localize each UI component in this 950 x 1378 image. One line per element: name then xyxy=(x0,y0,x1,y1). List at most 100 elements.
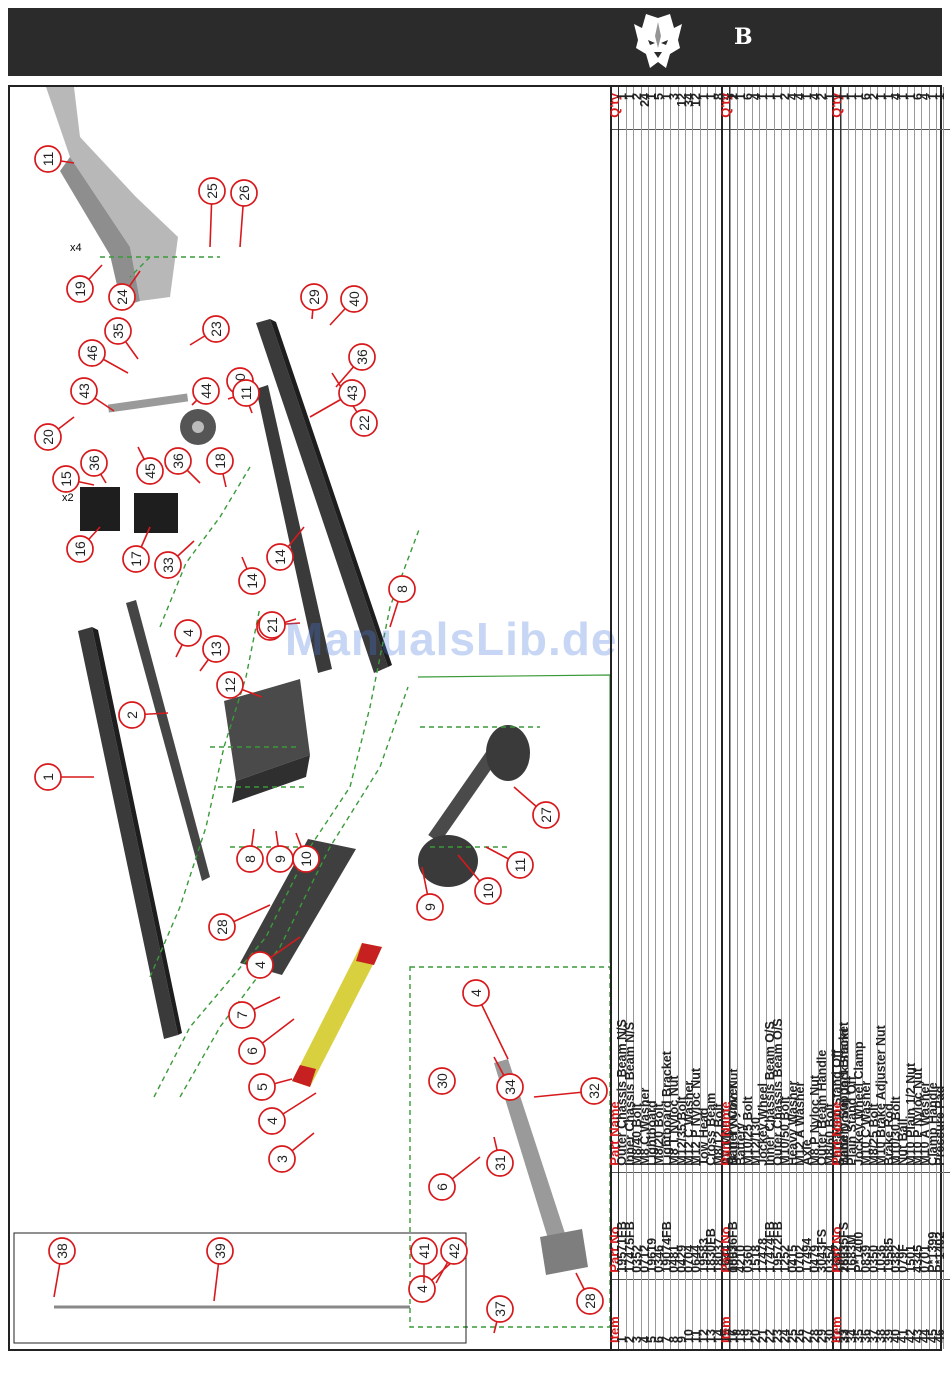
callout-9: 9 xyxy=(266,830,294,873)
table-cell: Inner Chassis Beam O/S xyxy=(763,129,777,1173)
callout-8: 8 xyxy=(236,828,264,873)
callout-number: 4 xyxy=(264,1117,280,1125)
callout-number: 19 xyxy=(72,281,88,297)
inner-chassis-beam-ns xyxy=(126,600,210,881)
table-cell: M10 Brake Adjuster Nut xyxy=(874,129,888,1173)
callout-circle xyxy=(410,1237,438,1265)
callout-number: 2 xyxy=(124,711,140,719)
callout-number: 28 xyxy=(582,1293,598,1309)
callout-number: 22 xyxy=(356,415,372,431)
callout-circle xyxy=(228,1001,256,1029)
callout-30: 30 xyxy=(428,1067,456,1095)
callout-number: 4 xyxy=(252,961,268,969)
callout-number: 14 xyxy=(272,549,288,565)
callout-6: 6 xyxy=(428,1156,481,1201)
outer-chassis-beam-ns xyxy=(78,627,182,1039)
table-cell: Heavy Washer xyxy=(786,129,800,1173)
callout-number: 36 xyxy=(170,453,186,469)
callout-circle xyxy=(236,845,264,873)
callout-29: 29 xyxy=(300,283,328,320)
callout-42: 42 xyxy=(435,1237,468,1284)
callout-circle xyxy=(136,457,164,485)
callout-circle xyxy=(300,283,328,311)
callout-33: 33 xyxy=(154,540,195,579)
table-cell: Outer Chassis Beam O/S xyxy=(771,129,785,1173)
callout-circle xyxy=(48,1237,76,1265)
callout-circle xyxy=(266,543,294,571)
callout-circle xyxy=(338,379,366,407)
callout-43: 43 xyxy=(309,379,366,418)
callout-number: 23 xyxy=(208,321,224,337)
callout-21: 21 xyxy=(258,611,301,639)
callout-number: 42 xyxy=(446,1243,462,1259)
table-cell: M10/30 Bolt xyxy=(889,129,903,1173)
callout-number: 41 xyxy=(416,1243,432,1259)
table-cell: Lightboard Bracket xyxy=(660,129,674,1173)
callout-number: 40 xyxy=(346,291,362,307)
callout-circle xyxy=(34,423,62,451)
callout-number: 9 xyxy=(272,855,288,863)
callout-circle xyxy=(206,1237,234,1265)
callout-number: 15 xyxy=(58,471,74,487)
callout-number: 24 xyxy=(114,289,130,305)
callout-circle xyxy=(108,283,136,311)
callout-circle xyxy=(238,567,266,595)
table-cell: M8 T Nyloc Nut xyxy=(667,129,681,1173)
table-cell: M8/25 Bolt xyxy=(867,129,881,1173)
callout-circle xyxy=(238,1037,266,1065)
callout-3: 3 xyxy=(268,1132,315,1173)
callout-1: 1 xyxy=(34,763,94,791)
outer-chassis-beam-os xyxy=(256,319,392,673)
table-cell: Pressure Pad xyxy=(933,129,947,1173)
table-cell: M12 P Nyloc Nut xyxy=(689,129,703,1173)
callout-4: 4 xyxy=(258,1092,317,1135)
callout-41: 41 xyxy=(410,1237,438,1283)
callout-35: 35 xyxy=(104,317,139,360)
callout-circle xyxy=(408,1275,436,1303)
callout-circle xyxy=(248,1073,276,1101)
callout-27: 27 xyxy=(513,786,560,829)
callout-number: 44 xyxy=(198,383,214,399)
callout-circle xyxy=(206,447,234,475)
callout-circle xyxy=(258,1107,286,1135)
callout-number: 6 xyxy=(244,1047,260,1055)
callout-circle xyxy=(230,179,258,207)
header-bar: B xyxy=(8,8,942,76)
callout-number: 34 xyxy=(502,1079,518,1095)
callout-4: 4 xyxy=(174,619,202,658)
callout-circle xyxy=(70,377,98,405)
table-cell: Axle xyxy=(800,129,814,1173)
callout-circle xyxy=(52,465,80,493)
callout-7: 7 xyxy=(228,996,281,1029)
callout-circle xyxy=(198,177,226,205)
callout-number: 26 xyxy=(236,185,252,201)
tow-head xyxy=(46,87,178,307)
table-cell: M10 P Nyloc Nut xyxy=(911,129,925,1173)
callout-number: 46 xyxy=(84,345,100,361)
callout-circle xyxy=(118,701,146,729)
brake-rod-inset xyxy=(13,1232,467,1344)
callout-number: 5 xyxy=(254,1083,270,1091)
table-cell: M10 C Washer xyxy=(859,129,873,1173)
callout-number: 25 xyxy=(204,183,220,199)
callout-number: 36 xyxy=(354,349,370,365)
callout-circle xyxy=(174,619,202,647)
callout-circle xyxy=(164,447,192,475)
callout-number: 11 xyxy=(40,152,56,167)
callout-14: 14 xyxy=(266,526,305,571)
callout-19: 19 xyxy=(66,264,103,303)
callout-8: 8 xyxy=(388,575,416,628)
callout-circle xyxy=(268,1145,296,1173)
table-cell: Outer Chassis Beam N/S xyxy=(615,129,629,1173)
callout-17: 17 xyxy=(122,526,151,573)
cross-beam xyxy=(224,679,310,803)
table-cell: Plain Stand Off xyxy=(845,129,859,1173)
callout-number: 20 xyxy=(40,429,56,445)
callout-9: 9 xyxy=(416,866,444,921)
callout-circle xyxy=(388,575,416,603)
